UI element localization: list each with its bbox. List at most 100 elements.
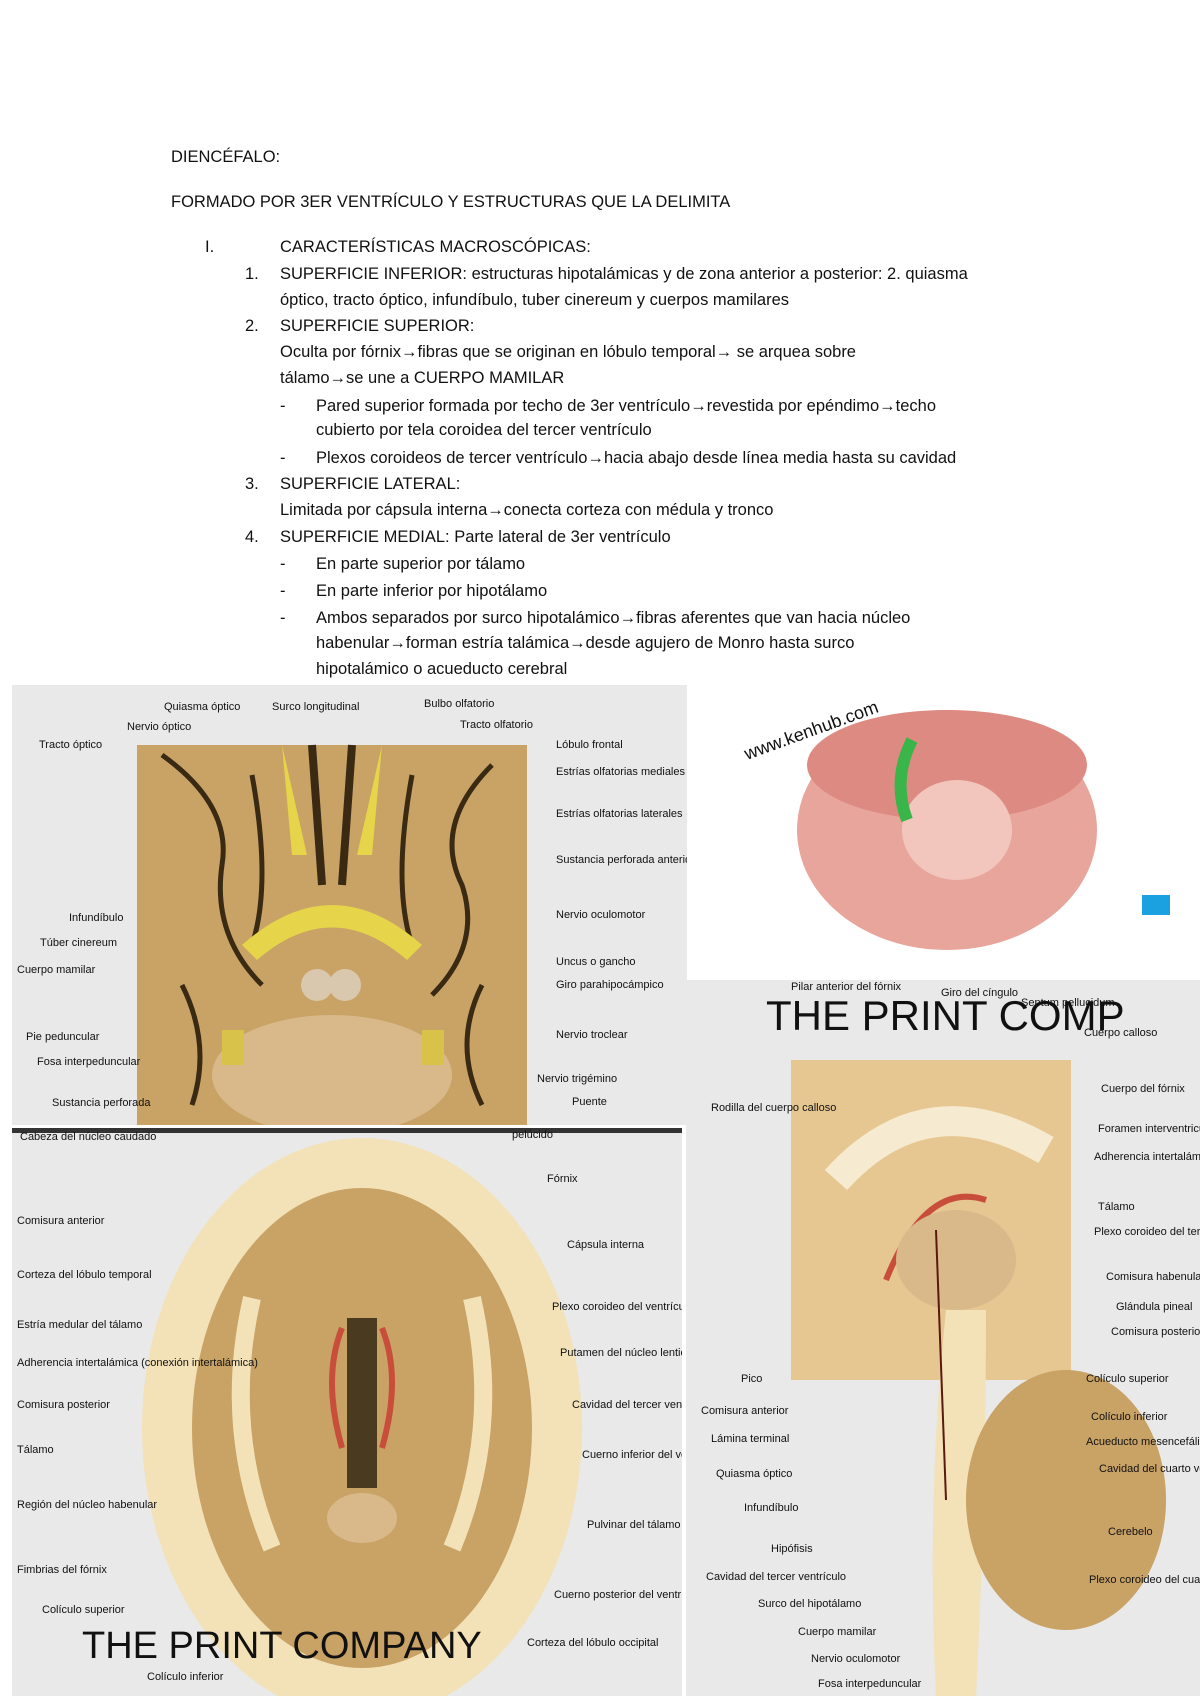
item-line: SUPERFICIE MEDIAL: Parte lateral de 3er … [280, 528, 671, 546]
label-hipofisis: Hipófisis [771, 1543, 813, 1555]
item-number: 4. [245, 528, 259, 546]
label-plexo-coroideo-lateral: Plexo coroideo del ventrículo lateral [552, 1301, 682, 1313]
axial-brain-illustration: THE PRINT COMPANY [82, 1138, 582, 1696]
label-puente: Puente [572, 1096, 607, 1108]
item-number: 2. [245, 317, 259, 335]
3d-brain-illustration: www.kenhub.com [741, 697, 1170, 950]
label-lamina-terminal: Lámina terminal [711, 1433, 789, 1445]
bullet-marker: - [280, 555, 286, 573]
bullet-line: Pared superior formada por techo de 3er … [316, 397, 937, 415]
label-cuerno-posterior: Cuerno posterior del ventrículo lateral [554, 1589, 682, 1601]
label-nervio-optico: Nervio óptico [127, 721, 191, 733]
label-plexo-coroideo-tercer: Plexo coroideo del tercer ventrículo [1094, 1226, 1200, 1238]
item-line: Limitada por cápsula interna→conecta cor… [280, 501, 774, 519]
label-fimbrias-fornix: Fimbrias del fórnix [17, 1564, 107, 1576]
label-pelucido: pelúcido [512, 1129, 553, 1141]
label-talamo: Tálamo [1098, 1201, 1135, 1213]
doc-subtitle: FORMADO POR 3ER VENTRÍCULO Y ESTRUCTURAS… [171, 193, 731, 211]
label-pie-peduncular: Pie peduncular [26, 1031, 100, 1043]
label-pilar-anterior-fornix: Pilar anterior del fórnix [791, 981, 902, 993]
divider [12, 1128, 682, 1133]
label-glandula-pineal: Glándula pineal [1116, 1301, 1192, 1313]
bullet-line: En parte inferior por hipotálamo [316, 582, 548, 600]
label-comisura-habenular: Comisura habenular [1106, 1271, 1200, 1283]
bullet-marker: - [280, 397, 286, 415]
watermark: THE PRINT COMP [766, 992, 1125, 1039]
bullet-marker: - [280, 582, 286, 600]
label-quiasma-optico: Quiasma óptico [716, 1468, 792, 1480]
label-septum-pellucidum: Septum pellucidum [1021, 997, 1115, 1009]
label-cuerno-inferior: Cuerno inferior del ventrículo lateral [582, 1449, 682, 1461]
label-rodilla-cuerpo-calloso: Rodilla del cuerpo calloso [711, 1102, 836, 1114]
bullet-line: habenular→forman estría talámica→desde a… [316, 634, 855, 652]
label-coliculo-superior: Colículo superior [42, 1604, 125, 1616]
label-foramen-interventricular: Foramen interventricular [1098, 1123, 1200, 1135]
label-estrias-laterales: Estrías olfatorias laterales [556, 808, 683, 820]
label-infundibulo: Infundíbulo [69, 912, 123, 924]
label-infundibulo: Infundíbulo [744, 1502, 798, 1514]
label-region-habenular: Región del núcleo habenular [17, 1499, 157, 1511]
label-tracto-olfatorio: Tracto olfatorio [460, 719, 533, 731]
label-adherencia-intertalamica: Adherencia intertalámica (conexión inter… [17, 1357, 258, 1369]
label-plexo-coroideo-cuarto: Plexo coroideo del cuarto ventrículo [1089, 1574, 1200, 1586]
figure-sagittal-section: THE PRINT COMP Pilar anterior del fórnix… [686, 980, 1200, 1696]
figure-inferior-brain: Quiasma óptico Surco longitudinal Bulbo … [12, 685, 687, 1125]
item-line: tálamo→se une a CUERPO MAMILAR [280, 369, 565, 387]
label-sustancia-perforada: Sustancia perforada [52, 1097, 151, 1109]
item-line: SUPERFICIE SUPERIOR: [280, 317, 475, 335]
label-cuerpo-calloso: Cuerpo calloso [1084, 1027, 1157, 1039]
bullet-line: cubierto por tela coroidea del tercer ve… [316, 421, 652, 439]
label-cerebelo: Cerebelo [1108, 1526, 1153, 1538]
item-number: 1. [245, 265, 259, 283]
label-coliculo-inferior: Colículo inferior [1091, 1411, 1168, 1423]
bullet-line: Plexos coroideos de tercer ventrículo→ha… [316, 449, 957, 467]
sagittal-brain-labels: Pilar anterior del fórnix Giro del cíngu… [701, 981, 1200, 1690]
sagittal-brain-illustration: THE PRINT COMP [766, 992, 1166, 1696]
label-nervio-oculomotor: Nervio oculomotor [556, 909, 646, 921]
doc-title: DIENCÉFALO: [171, 148, 281, 166]
label-uncus: Uncus o gancho [556, 956, 636, 968]
label-comisura-posterior: Comisura posterior [17, 1399, 110, 1411]
item-line: SUPERFICIE INFERIOR: estructuras hipotal… [280, 265, 968, 283]
label-adherencia-intertalamica: Adherencia intertalámica (conexión inter… [1094, 1151, 1200, 1163]
label-sustancia-perforada-anterior: Sustancia perforada anterior [556, 854, 687, 866]
label-nervio-troclear: Nervio troclear [556, 1029, 628, 1041]
label-putamen: Putamen del núcleo lenticular [560, 1347, 682, 1359]
figure-3d-model: www.kenhub.com [687, 650, 1200, 980]
label-nervio-trigemino: Nervio trigémino [537, 1073, 617, 1085]
bullet-line: hipotalámico o acueducto cerebral [316, 660, 568, 678]
figure-axial-section: THE PRINT COMPANY Cabeza del núcleo caud… [12, 1128, 682, 1696]
label-bulbo-olfatorio: Bulbo olfatorio [424, 698, 494, 710]
label-cavidad-cuarto-ventriculo: Cavidad del cuarto ventrículo [1099, 1463, 1200, 1475]
watermark: THE PRINT COMPANY [82, 1625, 482, 1667]
label-quiasma-optico: Quiasma óptico [164, 701, 240, 713]
label-surco-hipotalamo: Surco del hipotálamo [758, 1598, 861, 1610]
label-fosa-interpeduncular: Fosa interpeduncular [818, 1678, 922, 1690]
label-capsula-interna: Cápsula interna [567, 1239, 645, 1251]
label-estria-medular: Estría medular del tálamo [17, 1319, 142, 1331]
item-line: SUPERFICIE LATERAL: [280, 475, 461, 493]
bullet-marker: - [280, 609, 286, 627]
label-comisura-anterior: Comisura anterior [17, 1215, 105, 1227]
label-comisura-posterior: Comisura posterior [1111, 1326, 1200, 1338]
label-coliculo-inferior: Colículo inferior [147, 1671, 224, 1683]
bullet-line: Ambos separados por surco hipotalámico→f… [316, 609, 911, 627]
label-fosa-interpeduncular: Fosa interpeduncular [37, 1056, 141, 1068]
item-number: 3. [245, 475, 259, 493]
label-cavidad-tercer-ventriculo: Cavidad del tercer ventrículo [706, 1571, 846, 1583]
bullet-line: En parte superior por tálamo [316, 555, 526, 573]
label-acueducto: Acueducto mesencefálico [1086, 1436, 1200, 1448]
item-line: Oculta por fórnix→fibras que se originan… [280, 343, 856, 361]
inferior-brain-illustration [137, 744, 527, 1125]
section-title: CARACTERÍSTICAS MACROSCÓPICAS: [280, 238, 591, 256]
item-line: óptico, tracto óptico, infundíbulo, tube… [280, 291, 790, 309]
label-tuber-cinereum: Túber cinereum [40, 937, 117, 949]
label-cuerpo-mamilar: Cuerpo mamilar [798, 1626, 877, 1638]
label-talamo: Tálamo [17, 1444, 54, 1456]
label-tracto-optico: Tracto óptico [39, 739, 102, 751]
label-lobulo-frontal: Lóbulo frontal [556, 739, 623, 751]
label-coliculo-superior: Colículo superior [1086, 1373, 1169, 1385]
label-cuerpo-fornix: Cuerpo del fórnix [1101, 1083, 1185, 1095]
inferior-brain-labels: Quiasma óptico Surco longitudinal Bulbo … [17, 698, 687, 1109]
label-corteza-temporal: Corteza del lóbulo temporal [17, 1269, 152, 1281]
